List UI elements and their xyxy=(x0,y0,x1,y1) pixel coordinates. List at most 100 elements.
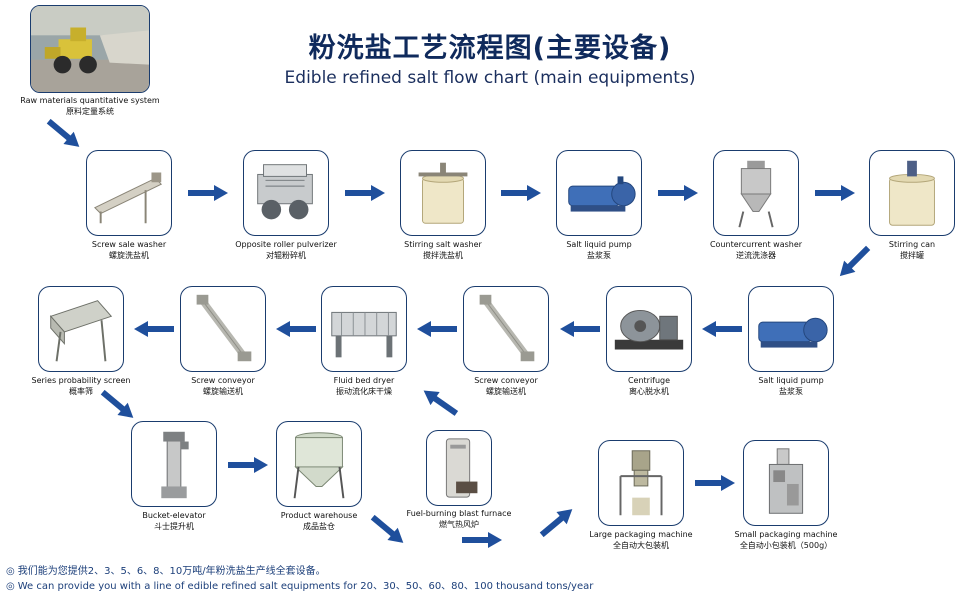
node-pump1 xyxy=(556,150,642,236)
arrow-warehouse-down xyxy=(366,509,409,550)
arrow-icon xyxy=(100,389,134,418)
bullet-icon: ◎ xyxy=(6,581,15,592)
node-dryer xyxy=(321,286,407,372)
bullet-icon: ◎ xyxy=(6,566,15,577)
arrow-icon xyxy=(423,390,459,416)
label-cn: 螺旋输送机 xyxy=(486,386,526,396)
pump-icon xyxy=(568,176,636,212)
label-en: Countercurrent washer xyxy=(709,240,803,249)
arrow-icon xyxy=(134,321,174,337)
node-small-pack xyxy=(743,440,829,526)
screw-conveyor-icon xyxy=(196,294,252,362)
label-en: Salt liquid pump xyxy=(758,376,824,385)
arrow-icon xyxy=(839,245,871,277)
arrow-icon xyxy=(345,185,385,201)
arrow-icon xyxy=(228,457,268,473)
screw-conveyor-icon xyxy=(479,294,535,362)
arrow-icon xyxy=(560,321,600,337)
label-centrifuge: Centrifuge 离心脱水机 xyxy=(579,376,719,397)
arrow-r1-3 xyxy=(501,183,541,203)
label-en: Large packaging machine xyxy=(589,530,693,539)
label-screw-washer: Screw sale washer 螺旋洗盐机 xyxy=(69,240,189,261)
node-raw xyxy=(30,5,150,93)
label-en: Fluid bed dryer xyxy=(333,376,395,385)
arrow-r1-2 xyxy=(345,183,385,203)
label-en: Series probability screen xyxy=(31,376,131,385)
label-cn: 逆流洗涤器 xyxy=(736,250,776,260)
label-large-pack: Large packaging machine 全自动大包装机 xyxy=(581,530,701,551)
arrow-icon xyxy=(658,185,698,201)
bucket-elevator-icon xyxy=(161,431,189,499)
roller-pulverizer-icon xyxy=(257,164,313,220)
node-screen xyxy=(38,286,124,372)
arrow-r1-5 xyxy=(815,183,855,203)
label-en: Small packaging machine xyxy=(734,530,838,539)
arrow-icon xyxy=(462,532,502,548)
node-roller xyxy=(243,150,329,236)
label-cn: 螺旋洗盐机 xyxy=(109,250,149,260)
arrow-r2-3 xyxy=(417,319,457,339)
label-furnace: Fuel-burning blast furnace 燃气热风炉 xyxy=(399,509,519,530)
label-cn: 成品盐仓 xyxy=(303,521,335,531)
label-dryer: Fluid bed dryer 振动流化床干燥 xyxy=(294,376,434,397)
arrow-bottom-mid xyxy=(462,530,502,550)
node-counter xyxy=(713,150,799,236)
node-large-pack xyxy=(598,440,684,526)
label-counter: Countercurrent washer 逆流洗涤器 xyxy=(686,240,826,261)
label-conv1: Screw conveyor 螺旋输送机 xyxy=(436,376,576,397)
label-en: Screw conveyor xyxy=(474,376,538,385)
large-packaging-icon xyxy=(619,450,663,516)
footer-cn: ◎我们能为您提供2、3、5、6、8、10万吨/年粉洗盐生产线全套设备。 xyxy=(6,562,326,577)
label-raw: Raw materials quantitative system 原料定量系统 xyxy=(10,96,170,117)
label-en: Centrifuge xyxy=(627,376,671,385)
arrow-elevator-to-warehouse xyxy=(228,455,268,475)
label-cn: 斗士提升机 xyxy=(154,521,194,531)
node-conv2 xyxy=(180,286,266,372)
arrow-r2-1 xyxy=(702,319,742,339)
stirring-tank-icon xyxy=(418,162,468,224)
label-small-pack: Small packaging machine 全自动小包装机（500g） xyxy=(716,530,856,551)
footer-cn-text: 我们能为您提供2、3、5、6、8、10万吨/年粉洗盐生产线全套设备。 xyxy=(17,566,326,577)
label-en: Stirring can xyxy=(888,240,936,249)
label-en: Screw conveyor xyxy=(191,376,255,385)
label-stir-can: Stirring can 搅拌罐 xyxy=(852,240,960,261)
arrow-r2-2 xyxy=(560,319,600,339)
cyclone-washer-icon xyxy=(738,160,774,228)
node-stir-can xyxy=(869,150,955,236)
fluid-bed-dryer-icon xyxy=(331,311,397,358)
label-en: Opposite roller pulverizer xyxy=(235,240,337,249)
node-screw-washer xyxy=(86,150,172,236)
label-en: Salt liquid pump xyxy=(566,240,632,249)
arrow-icon xyxy=(815,185,855,201)
label-cn: 概率筛 xyxy=(69,386,93,396)
node-warehouse xyxy=(276,421,362,507)
label-pump2: Salt liquid pump 盐浆泵 xyxy=(721,376,861,397)
screw-washer-icon xyxy=(93,172,163,224)
label-cn: 离心脱水机 xyxy=(629,386,669,396)
arrow-screen-to-elevator xyxy=(96,384,139,425)
arrow-icon xyxy=(417,321,457,337)
arrow-icon xyxy=(46,118,80,147)
node-stir-washer xyxy=(400,150,486,236)
arrow-icon xyxy=(188,185,228,201)
label-roller: Opposite roller pulverizer 对辊粉碎机 xyxy=(216,240,356,261)
arrow-icon xyxy=(695,475,735,491)
loader-truck-photo xyxy=(31,6,149,92)
small-packaging-icon xyxy=(768,448,804,514)
label-cn: 全自动小包装机（500g） xyxy=(739,540,833,550)
pump-icon xyxy=(758,317,828,348)
label-cn: 对辊粉碎机 xyxy=(266,250,306,260)
centrifuge-icon xyxy=(614,309,684,350)
node-conv1 xyxy=(463,286,549,372)
label-pump1: Salt liquid pump 盐浆泵 xyxy=(529,240,669,261)
label-conv2: Screw conveyor 螺旋输送机 xyxy=(153,376,293,397)
arrow-icon xyxy=(370,514,404,543)
label-cn: 全自动大包装机 xyxy=(613,540,669,550)
stirring-tank-icon xyxy=(889,160,935,226)
label-cn: 振动流化床干燥 xyxy=(336,386,392,396)
arrow-icon xyxy=(702,321,742,337)
label-stir-washer: Stirring salt washer 搅拌洗盐机 xyxy=(373,240,513,261)
label-warehouse: Product warehouse 成品盐仓 xyxy=(249,511,389,532)
label-cn: 原料定量系统 xyxy=(66,106,114,116)
label-cn: 搅拌罐 xyxy=(900,250,924,260)
